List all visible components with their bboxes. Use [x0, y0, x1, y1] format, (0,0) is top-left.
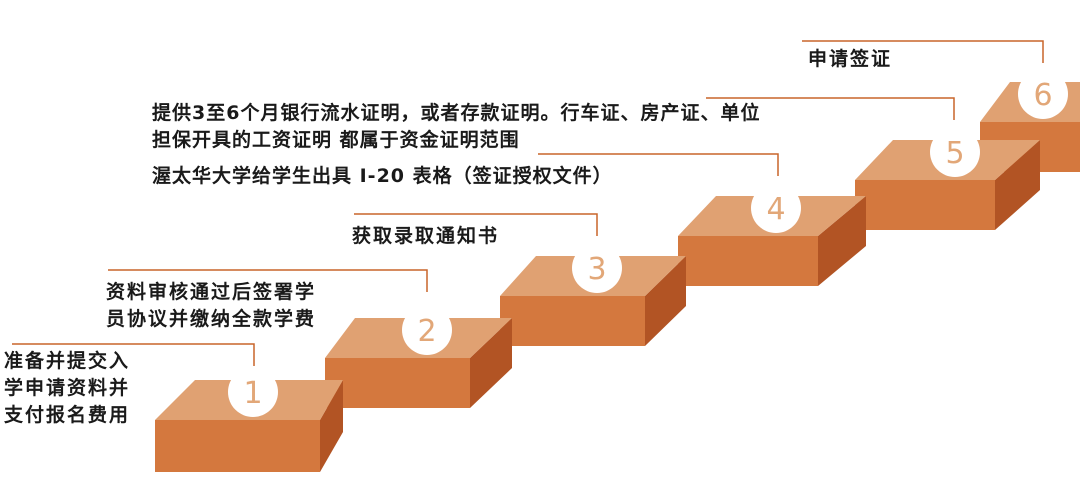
step-4-label: 渥太华大学给学生出具 I-20 表格（签证授权文件）: [152, 163, 613, 190]
step-6-leader-line: [802, 40, 1044, 63]
step-5-front-face: [855, 180, 995, 230]
step-4-side-face: [818, 196, 866, 286]
step-5-label: 提供3至6个月银行流水证明，或者存款证明。行车证、房产证、单位 担保开具的工资证…: [152, 100, 760, 154]
step-4-line-1: 渥太华大学给学生出具 I-20 表格（签证授权文件）: [152, 165, 613, 187]
step-1-front-face: [155, 420, 320, 472]
step-6-line-1: 申请签证: [808, 48, 893, 70]
step-2-circle: [402, 305, 452, 355]
step-4-leader-line: [538, 153, 779, 176]
step-5-line-2: 担保开具的工资证明 都属于资金证明范围: [152, 129, 520, 151]
step-1-label: 准备并提交入 学申请资料并 支付报名费用: [4, 348, 130, 429]
step-2-line-1: 资料审核通过后签署学: [106, 281, 317, 303]
step-5-line-1: 提供3至6个月银行流水证明，或者存款证明。行车证、房产证、单位: [152, 102, 761, 124]
step-2-number: 2: [417, 314, 436, 349]
step-1-line-1: 准备并提交入: [4, 350, 131, 372]
step-6-number: 6: [1033, 78, 1052, 113]
step-2-leader-line: [108, 269, 428, 292]
step-3-number: 3: [587, 252, 606, 287]
step-3-line-1: 获取录取通知书: [352, 225, 500, 247]
step-3-circle: [572, 243, 622, 293]
step-1-number: 1: [243, 376, 262, 411]
step-5-number: 5: [945, 136, 964, 171]
step-1-side-face: [320, 380, 343, 472]
step-4-circle: [751, 183, 801, 233]
step-5-leader-line: [706, 97, 955, 120]
step-2-front-face: [325, 358, 470, 408]
step-1-circle: [228, 367, 278, 417]
step-3-side-face: [645, 256, 686, 346]
step-5-circle: [930, 127, 980, 177]
step-2-side-face: [470, 318, 512, 408]
step-1-line-2: 学申请资料并: [4, 377, 131, 399]
step-1-leader-line: [12, 343, 255, 366]
step-1-line-3: 支付报名费用: [4, 404, 131, 426]
step-6-label: 申请签证: [808, 46, 892, 73]
step-2-label: 资料审核通过后签署学 员协议并缴纳全款学费: [106, 279, 316, 333]
step-5-side-face: [995, 140, 1040, 230]
step-6-circle: [1018, 69, 1068, 119]
step-3-leader-line: [354, 213, 598, 236]
step-3-front-face: [500, 296, 645, 346]
step-4-front-face: [678, 236, 818, 286]
step-4-number: 4: [766, 192, 785, 227]
step-3-label: 获取录取通知书: [352, 223, 499, 250]
step-2-line-2: 员协议并缴纳全款学费: [106, 308, 317, 330]
